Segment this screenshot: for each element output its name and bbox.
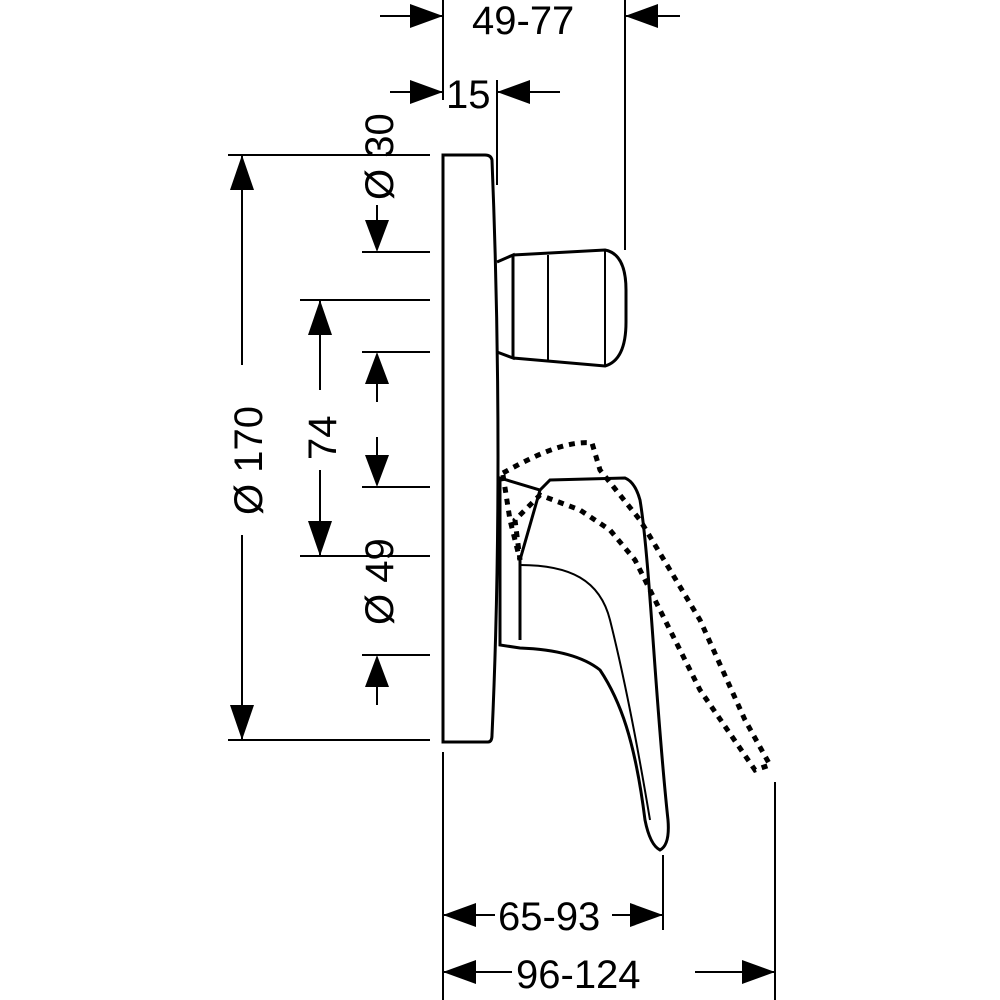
dimension-diverter-lower [365,352,389,402]
wall-plate [441,153,500,744]
dim-label-15: 15 [446,73,491,117]
dimension-top-depth: 49-77 [380,0,680,43]
dimension-diverter-diameter: Ø 30 [358,113,402,252]
dim-label-diameter-30: Ø 30 [358,113,402,200]
dimension-lever-full-depth: 96-124 [443,953,775,997]
dimension-plate-depth: 15 [390,73,560,117]
dim-label-49-77: 49-77 [472,0,574,43]
dimension-handle-diameter: Ø 49 [358,437,402,705]
dim-label-96-124: 96-124 [516,953,641,997]
lever-handle-alt-position [500,440,774,773]
dim-label-65-93: 65-93 [498,895,600,939]
dimension-lever-depth: 65-93 [443,895,663,939]
extension-lines [228,0,776,1000]
dimension-spacing: 74 [301,300,345,556]
dim-label-74: 74 [301,416,345,461]
dim-label-diameter-49: Ø 49 [358,538,402,625]
dim-label-diameter-170: Ø 170 [227,406,271,515]
lever-handle [498,475,670,852]
diverter-knob [496,248,628,368]
dimension-plate-diameter: Ø 170 [227,155,271,740]
